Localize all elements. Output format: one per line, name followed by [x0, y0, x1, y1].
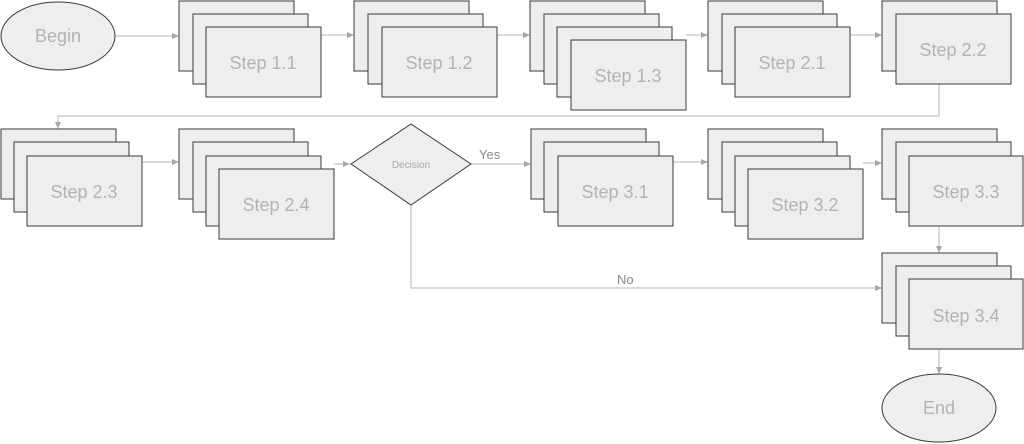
step-1-1-node[interactable]: Step 1.1	[178, 0, 322, 98]
connectors	[55, 32, 942, 374]
step-1-2-label: Step 1.2	[405, 53, 472, 73]
begin-label: Begin	[35, 26, 81, 46]
yes-label: Yes	[479, 147, 501, 162]
step-2-1-node[interactable]: Step 2.1	[707, 0, 851, 98]
connector-step-2-2-step-2-3	[55, 84, 940, 129]
step-2-2-node[interactable]: Step 2.2	[881, 0, 1012, 85]
step-2-1-label: Step 2.1	[758, 53, 825, 73]
step-3-2-label: Step 3.2	[771, 195, 838, 215]
step-3-4-label: Step 3.4	[932, 306, 999, 326]
step-1-2-node[interactable]: Step 1.2	[353, 0, 498, 98]
begin-node[interactable]: Begin	[0, 1, 116, 71]
decision-node[interactable]: Decision	[350, 123, 472, 206]
step-2-2-label: Step 2.2	[919, 40, 986, 60]
step-2-3-label: Step 2.3	[50, 182, 117, 202]
step-1-1-label: Step 1.1	[229, 53, 296, 73]
step-2-3-node[interactable]: Step 2.3	[0, 128, 143, 227]
decision-label: Decision	[392, 160, 430, 171]
step-1-3-node[interactable]: Step 1.3	[529, 0, 687, 111]
end-node[interactable]: End	[881, 373, 997, 443]
connector-decision-no	[410, 205, 882, 291]
step-3-3-node[interactable]: Step 3.3	[881, 128, 1024, 227]
end-label: End	[923, 398, 955, 418]
step-2-4-node[interactable]: Step 2.4	[178, 128, 335, 240]
step-3-1-label: Step 3.1	[581, 182, 648, 202]
step-2-4-label: Step 2.4	[242, 195, 309, 215]
no-label: No	[617, 272, 634, 287]
step-1-3-label: Step 1.3	[594, 66, 661, 86]
step-3-4-node[interactable]: Step 3.4	[881, 252, 1024, 350]
step-3-1-node[interactable]: Step 3.1	[530, 128, 674, 227]
step-3-2-node[interactable]: Step 3.2	[707, 128, 864, 240]
step-3-3-label: Step 3.3	[932, 182, 999, 202]
